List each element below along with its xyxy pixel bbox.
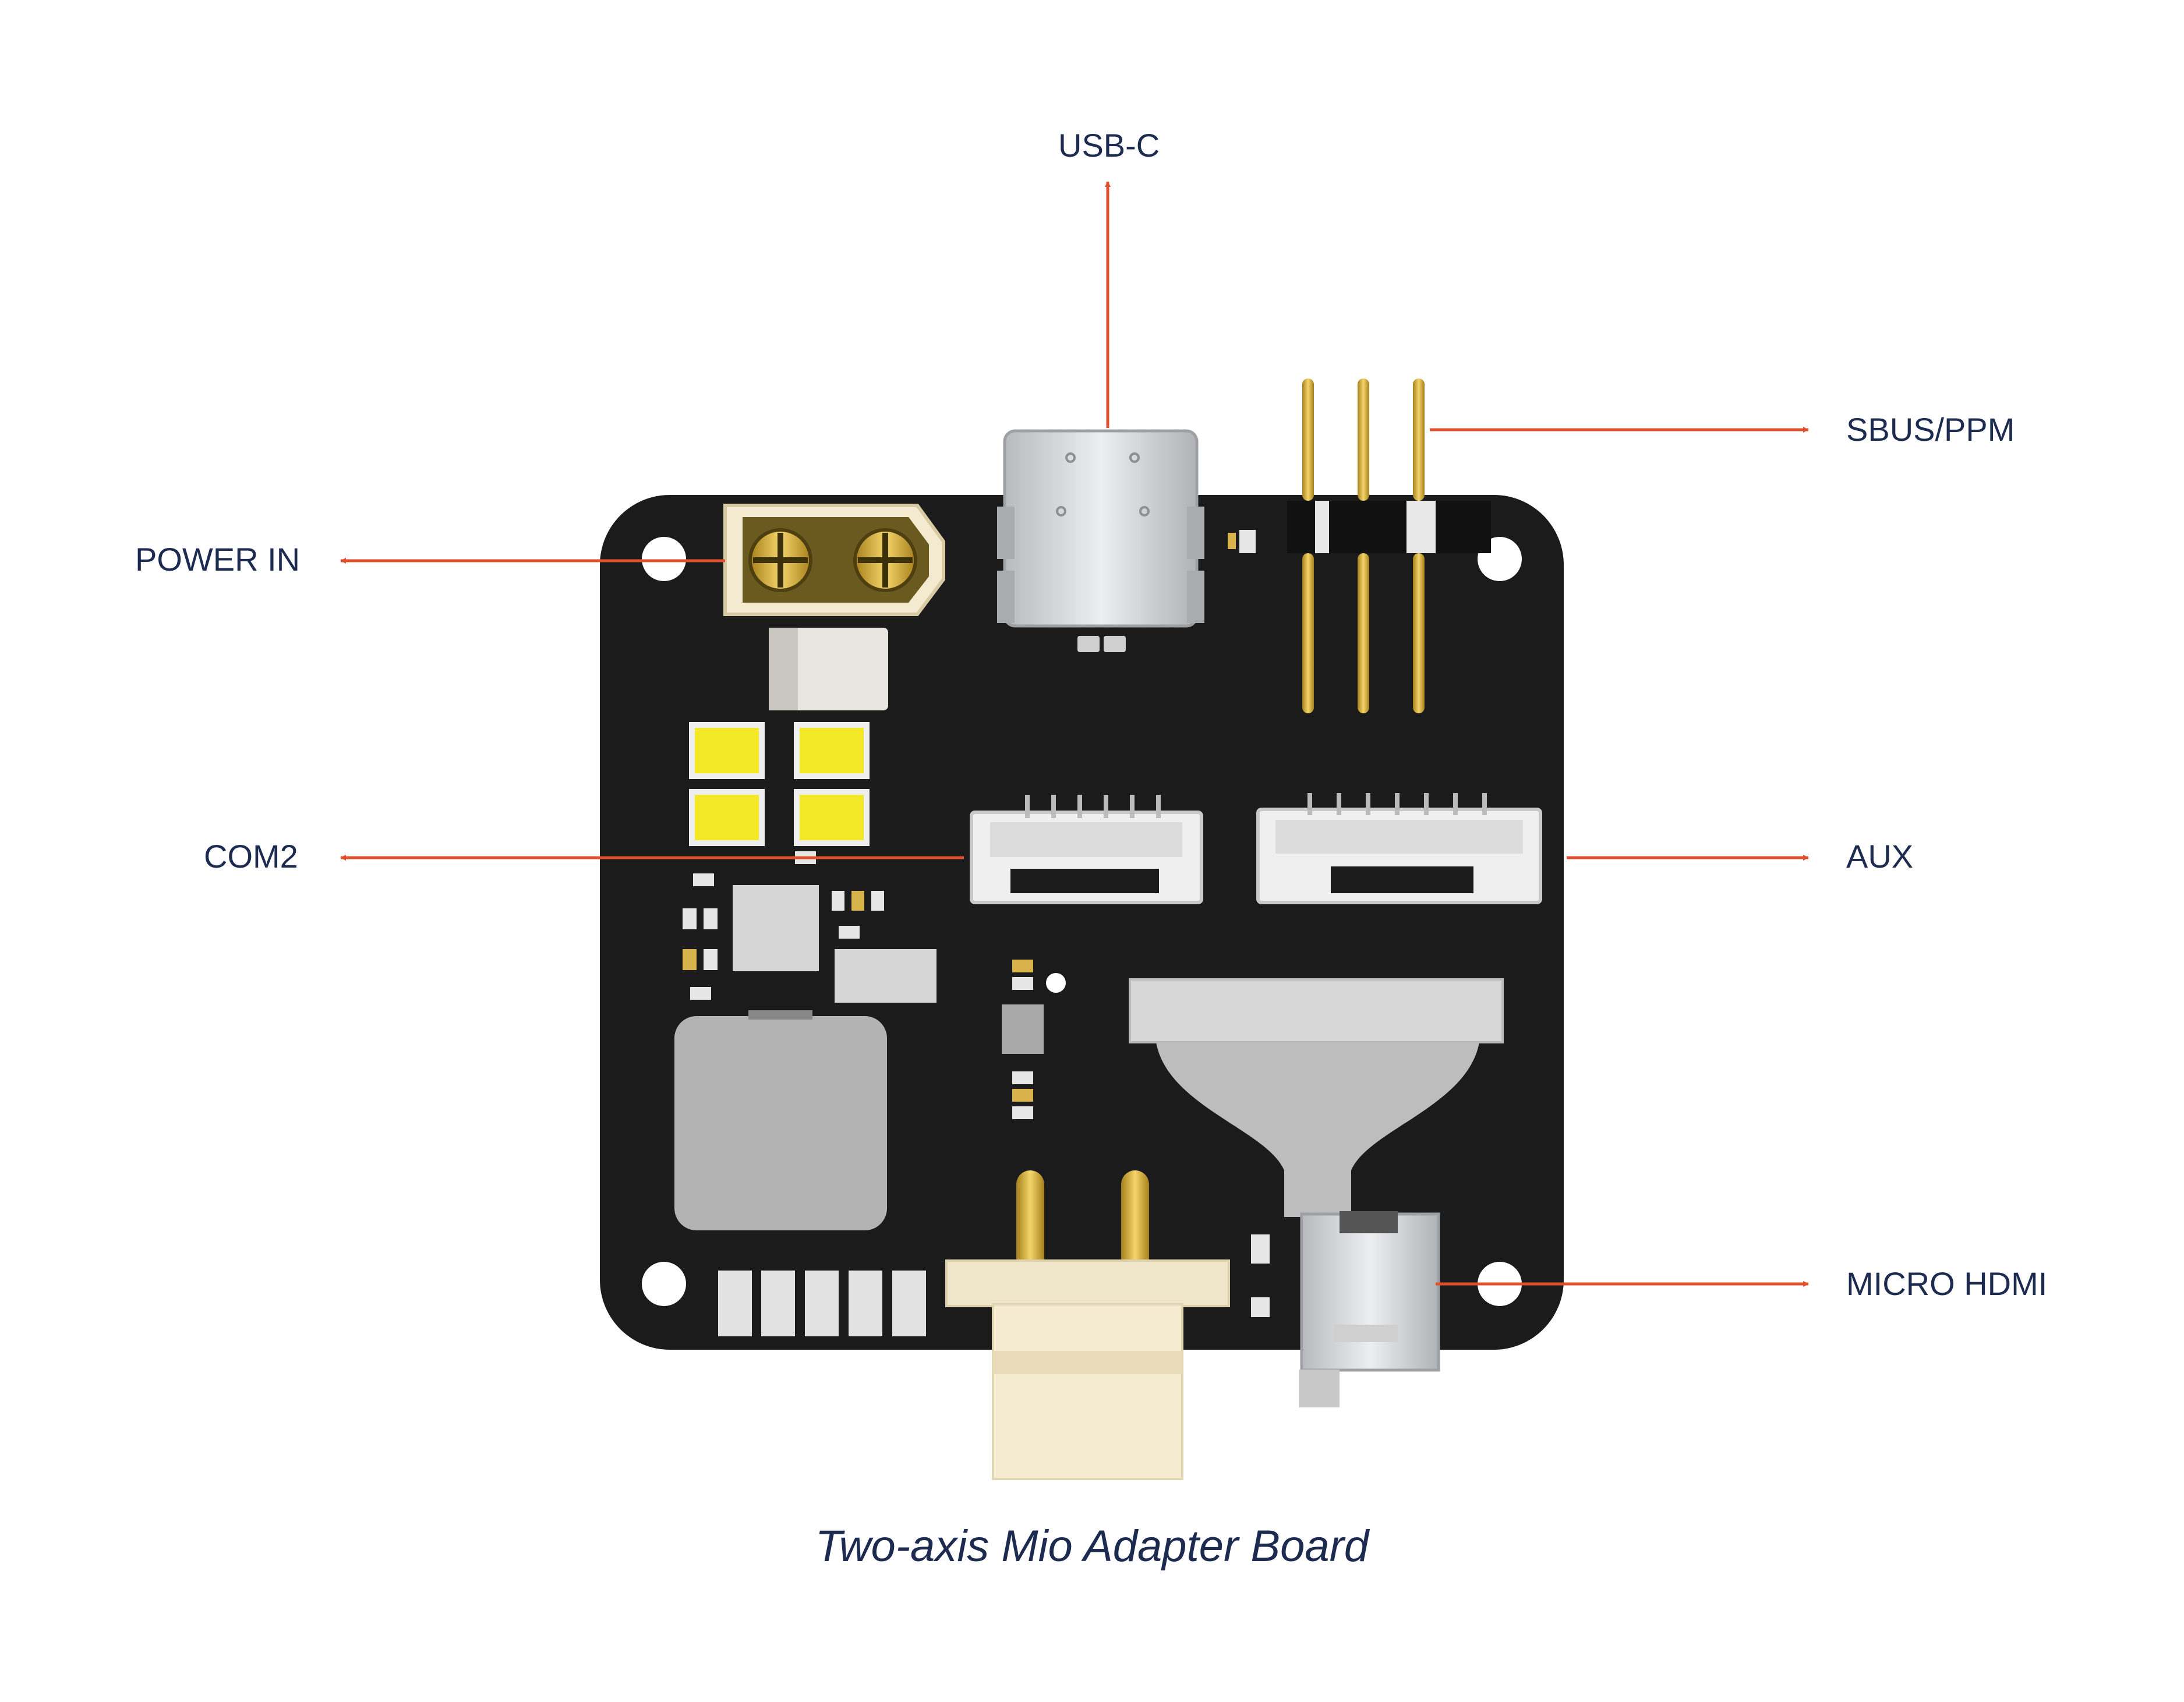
com2-label: COM2	[204, 838, 298, 875]
com2-connector	[970, 795, 1203, 904]
smd-component	[1239, 530, 1256, 553]
micro-hdmi-connector	[1299, 1211, 1440, 1407]
aux-label: AUX	[1846, 838, 1914, 875]
usb-c-label: USB-C	[1058, 127, 1160, 164]
smd-passives	[683, 851, 1270, 1317]
usb-c-connector	[997, 429, 1204, 652]
flex-cable	[1129, 978, 1504, 1217]
micro-hdmi-label: MICRO HDMI	[1846, 1265, 2048, 1302]
ic-chip	[733, 885, 819, 971]
power-in-label: POWER IN	[135, 541, 301, 578]
smd-component	[769, 628, 888, 710]
edge-pads	[718, 1271, 926, 1336]
ic-chip	[1002, 1004, 1044, 1054]
ic-chip	[835, 949, 936, 1003]
motor-connector	[945, 1170, 1230, 1480]
sbus-ppm-label: SBUS/PPM	[1846, 411, 2015, 448]
led-array	[689, 722, 870, 846]
inductor	[748, 1010, 812, 1020]
inductor	[674, 1016, 887, 1230]
diagram-title: Two-axis Mio Adapter Board	[815, 1521, 1369, 1571]
mounting-hole	[642, 1262, 686, 1306]
sbus-ppm-header	[1287, 378, 1491, 713]
smd-component	[1228, 533, 1236, 549]
smd-component	[769, 628, 798, 710]
aux-connector	[1256, 793, 1542, 904]
power-in-connector	[723, 504, 945, 616]
mounting-hole	[642, 537, 686, 581]
